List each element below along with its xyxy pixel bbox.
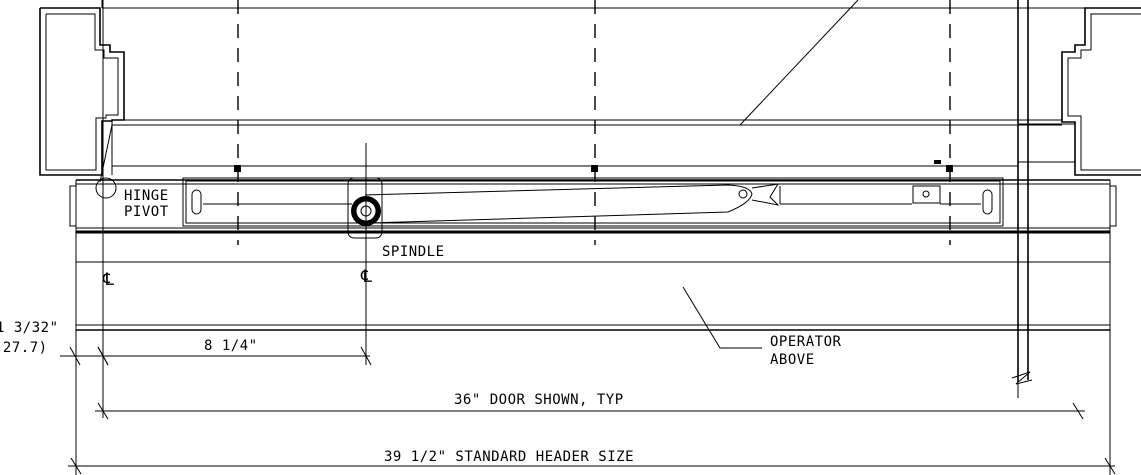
header-dimension-label: 39 1/2" STANDARD HEADER SIZE	[384, 449, 634, 465]
door-leaf	[69, 124, 1117, 331]
operator-track	[182, 177, 1004, 227]
spindle	[347, 143, 383, 365]
left-frame-jamb	[39, 0, 125, 176]
offset-dimension-metric: (27.7)	[0, 340, 48, 356]
top-header-box	[102, 7, 1085, 167]
spindle-centerline-symbol: ℄	[360, 267, 372, 287]
hidden-lines	[234, 0, 953, 245]
hinge-pivot	[95, 0, 117, 418]
right-frame-jamb	[1018, 7, 1141, 176]
offset-dimension-imperial: 1 3/32"	[0, 320, 59, 336]
operator-label-line2: ABOVE	[770, 352, 815, 368]
hinge-label: HINGE	[124, 188, 169, 204]
door-dimension	[95, 402, 1085, 420]
header-dimension	[68, 330, 1116, 475]
spindle-dimension-label: 8 1/4"	[204, 338, 258, 354]
hinge-centerline-symbol: ℄	[102, 270, 114, 290]
spindle-label: SPINDLE	[382, 244, 445, 260]
leader-lines	[682, 0, 859, 349]
spindle-dimension	[97, 346, 372, 366]
door-dimension-label: 36" DOOR SHOWN, TYP	[454, 392, 624, 408]
operator-rod	[1011, 0, 1033, 398]
operator-arm	[364, 183, 780, 224]
pivot-label: PIVOT	[124, 204, 169, 220]
operator-label-line1: OPERATOR	[770, 334, 842, 350]
